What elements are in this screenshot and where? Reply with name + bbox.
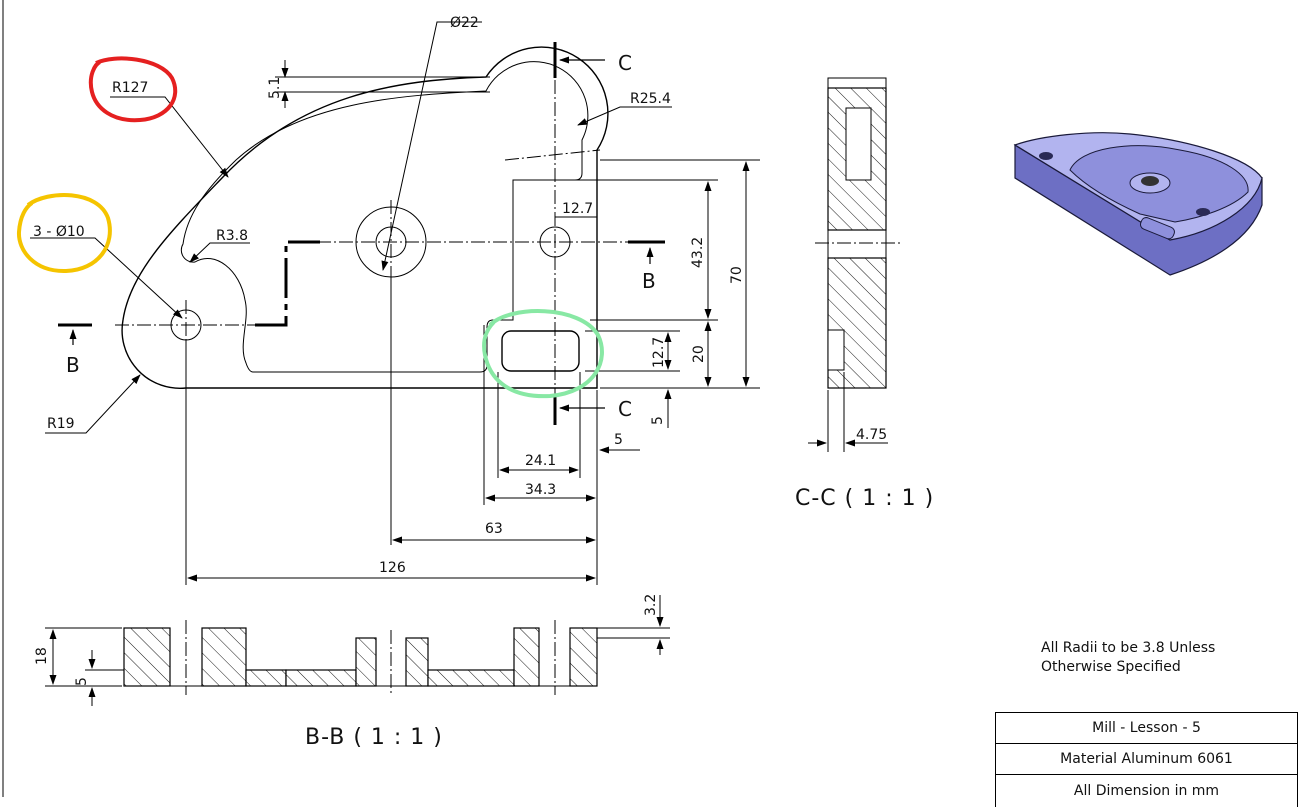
title-block-material: Material Aluminum 6061 [995,743,1298,774]
dim-24-1: 24.1 [525,453,556,469]
slot [501,330,580,372]
dim-5-1: 5.1 [267,77,283,99]
isometric-view [1013,132,1263,276]
dim-63: 63 [485,521,503,537]
top-view: B B C C Ø22 R127 R25.4 3 - Ø10 R3.8 R19 … [30,15,760,585]
dim-5-section: 5 [74,677,90,686]
dim-3-2: 3.2 [643,594,659,616]
dim-12-7-top: 12.7 [562,201,593,217]
dim-34-3: 34.3 [525,482,556,498]
dim-18: 18 [34,647,50,665]
title-block-units: All Dimension in mm [995,774,1298,807]
dim-holes: 3 - Ø10 [33,224,85,240]
dim-r19: R19 [47,416,75,432]
title-block: Mill - Lesson - 5 Material Aluminum 6061… [995,712,1298,807]
markup-green-circle [482,309,604,399]
cut-label-b-left: B [66,353,80,377]
cut-label-c-top: C [618,51,632,75]
dim-r3-8: R3.8 [216,228,248,244]
note-line-1: All Radii to be 3.8 Unless [1041,640,1215,656]
dim-r25-4: R25.4 [630,91,671,107]
view-label-bb: B-B ( 1 : 1 ) [305,725,443,750]
dim-4-75: 4.75 [856,427,887,443]
markup-yellow-circle [16,193,112,274]
dim-12-7-slot: 12.7 [651,337,667,368]
dim-dia22: Ø22 [450,15,479,31]
dim-70: 70 [729,266,745,284]
inner-pocket [180,61,589,373]
dim-5-bottom: 5 [614,432,623,448]
section-line-b-step [255,240,320,327]
dim-43-2: 43.2 [690,237,706,268]
dim-5-right: 5 [650,416,666,425]
note-line-2: Otherwise Specified [1041,659,1181,675]
dim-r127: R127 [112,80,148,96]
dim-126: 126 [379,560,406,576]
section-bb: 18 5 3.2 B-B ( 1 : 1 ) [34,594,670,750]
markup-red-circle [88,56,178,123]
cut-label-b-right: B [642,269,656,293]
view-label-cc: C-C ( 1 : 1 ) [795,486,934,511]
dim-20: 20 [691,345,707,363]
section-cc: 4.75 C-C ( 1 : 1 ) [795,77,934,511]
title-block-lesson: Mill - Lesson - 5 [995,712,1298,743]
cut-label-c-bottom: C [618,397,632,421]
part-outline [121,46,609,390]
